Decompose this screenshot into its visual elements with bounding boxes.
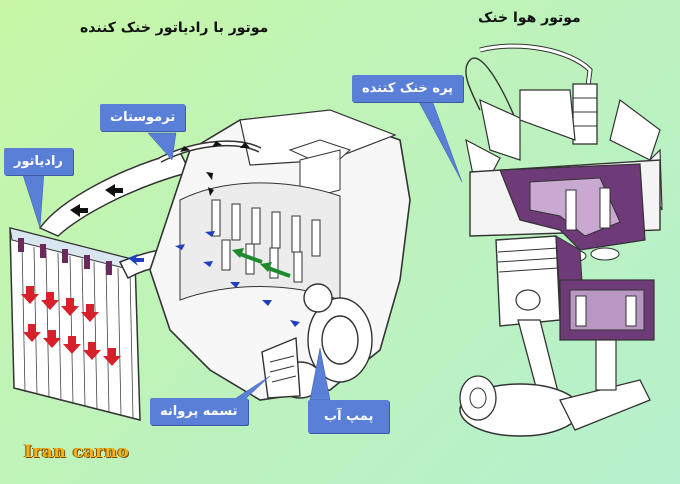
radiator-callout: رادیاتور [4, 148, 73, 175]
thermostat-callout: ترموستات [100, 104, 186, 131]
cooling-fins-pointer [417, 99, 463, 183]
hot-coolant-arrows [21, 286, 121, 366]
water-cooled-title: موتور با رادیاتور خنک کننده [80, 20, 269, 36]
thermostat-pointer [147, 132, 177, 161]
air-cooled-title: موتور هوا خنک [478, 10, 581, 26]
water-cooled-engine [149, 109, 411, 401]
radiator-pointer [21, 171, 45, 229]
iran-carno-logo: Iran carno [24, 442, 130, 462]
cooling-fins-callout: پره خنک کننده [352, 75, 464, 102]
fan-belt-callout: تسمه پروانه [150, 398, 248, 425]
radiator-drawing [9, 227, 141, 421]
water-pump-callout: پمپ آب [308, 400, 390, 433]
air-cooled-engine [459, 43, 663, 437]
